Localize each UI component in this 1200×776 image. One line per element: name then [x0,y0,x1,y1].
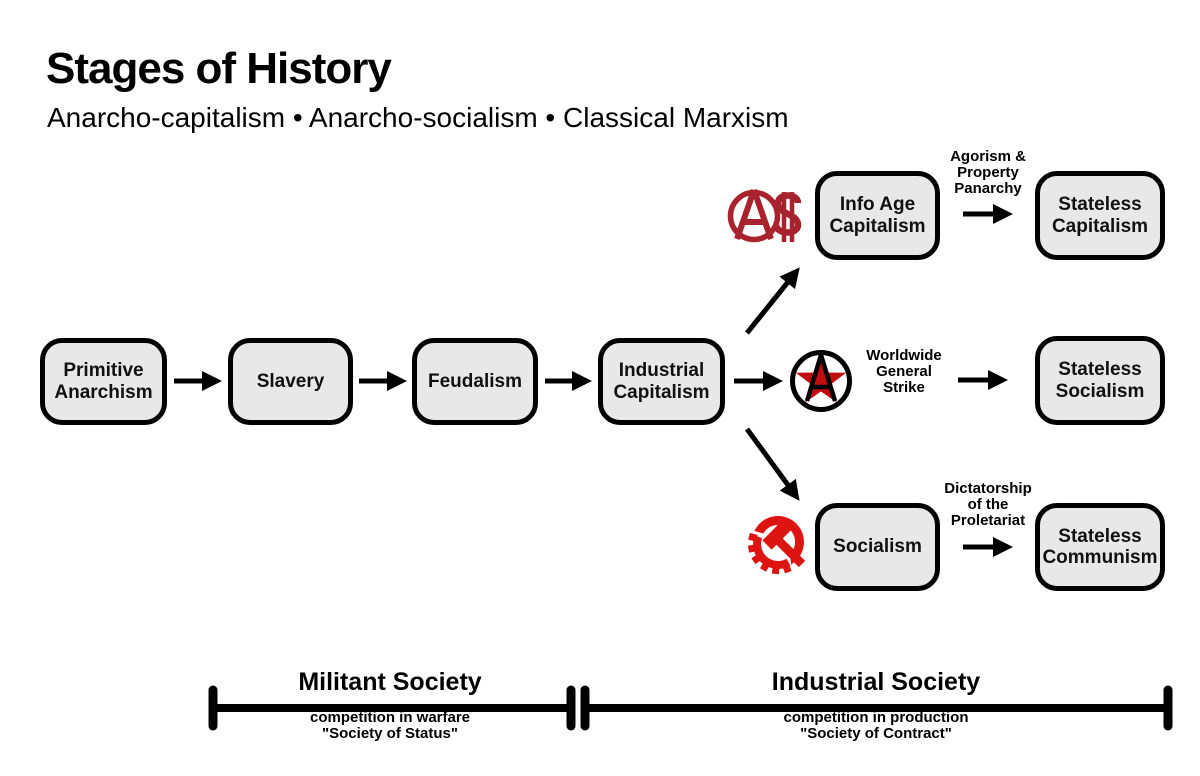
timeline-industrial-title: Industrial Society [771,668,981,696]
box-stateless-capitalism: Stateless Capitalism [1035,171,1165,260]
anarchist-star-icon [790,350,852,412]
label-worldwide-general-strike: Worldwide General Strike [866,347,942,397]
label-agorism-property-panarchy: Agorism & Property Panarchy [950,148,1026,198]
box-socialism: Socialism [815,503,940,591]
box-feudalism: Feudalism [412,338,538,425]
timeline-militant-caption: competition in warfare "Society of Statu… [190,709,590,743]
arrow-industrial-to-infoage [745,267,800,335]
circle-a-dollar-icon [727,189,802,243]
timeline-industrial-caption-line1: competition in production [783,709,969,726]
box-stateless-communism: Stateless Communism [1035,503,1165,591]
timeline-militant-caption-line1: competition in warfare [309,709,471,726]
page-title: Stages of History [46,44,392,93]
timeline-militant-caption-line2: "Society of Status" [322,725,458,743]
timeline-industrial-caption-line2: "Society of Contract" [800,725,952,743]
arrow-industrial-to-socialism [744,427,800,501]
page-subtitle: Anarcho-capitalism • Anarcho-socialism •… [47,102,789,133]
box-industrial-capitalism: Industrial Capitalism [598,338,725,425]
hammer-and-gear-icon [747,516,806,575]
timeline-industrial-caption: competition in production "Society of Co… [676,709,1076,743]
label-dictatorship-of-the-proletariat: Dictatorship of the Proletariat [944,480,1032,530]
box-info-age-capitalism: Info Age Capitalism [815,171,940,260]
timeline-militant-title: Militant Society [298,668,482,696]
box-slavery: Slavery [228,338,353,425]
box-primitive-anarchism: Primitive Anarchism [40,338,167,425]
box-stateless-socialism: Stateless Socialism [1035,336,1165,425]
